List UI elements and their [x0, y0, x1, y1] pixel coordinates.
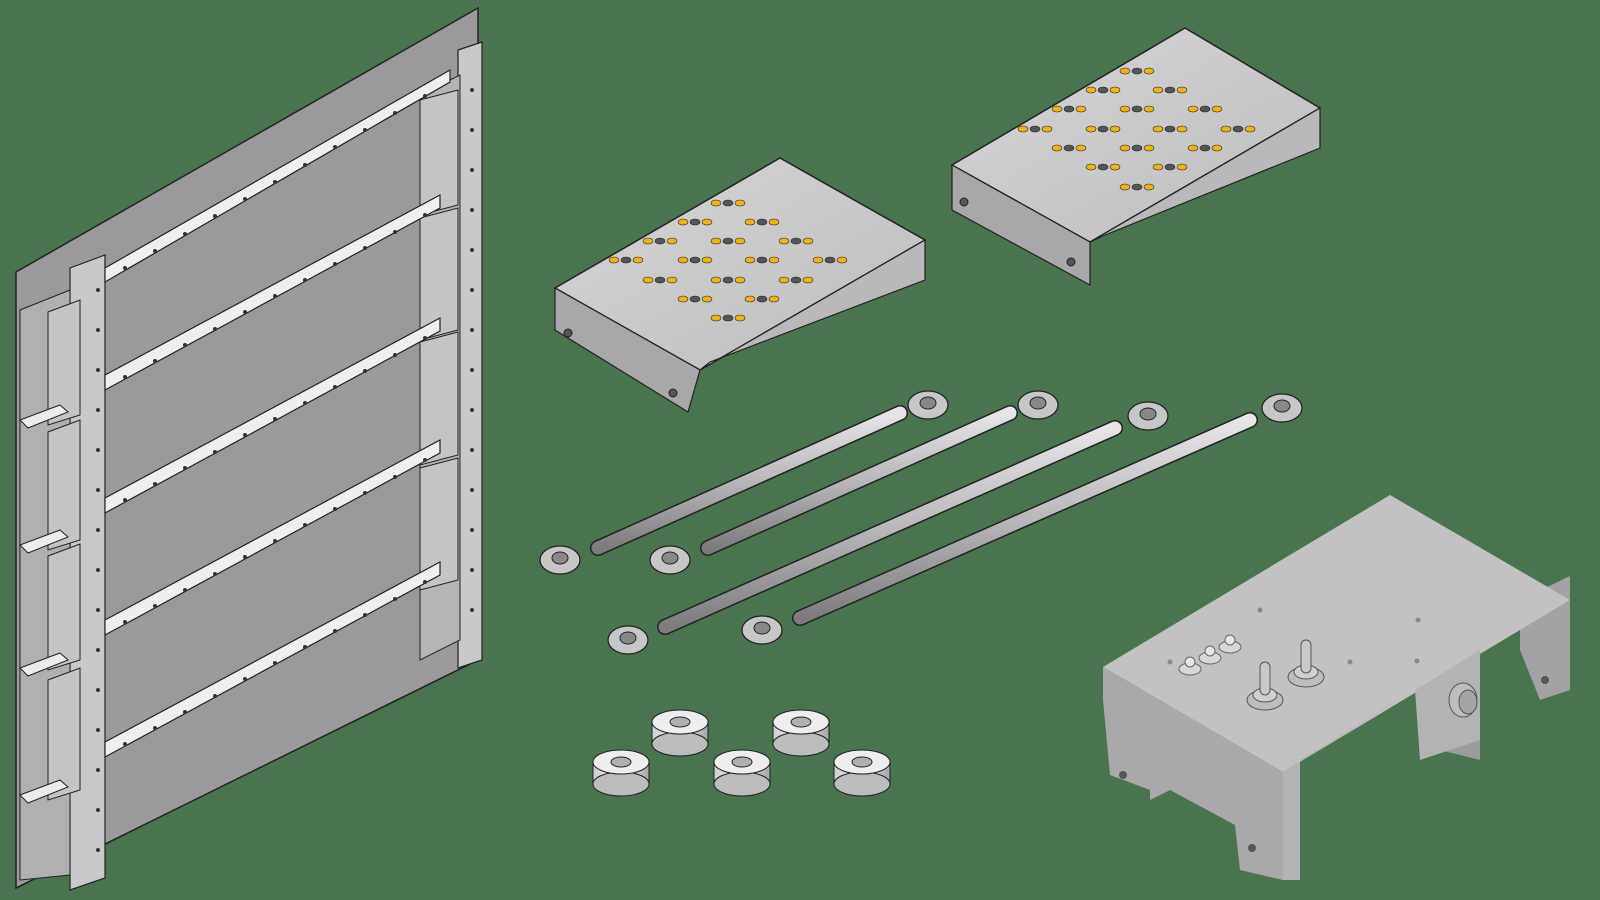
tie-rod-3	[607, 401, 1169, 655]
spacer-5	[833, 749, 891, 797]
tie-rod-2	[649, 390, 1059, 575]
hole-pattern-right	[1017, 67, 1256, 191]
tray-plate-left	[553, 157, 927, 413]
frame-assembly	[15, 6, 483, 891]
rail-4	[104, 438, 441, 637]
spacer-1	[592, 749, 650, 797]
indicator-lamps	[1178, 634, 1242, 676]
perforated-rails	[96, 68, 474, 852]
circular-connector	[1448, 682, 1478, 718]
tie-rod-1	[539, 390, 949, 575]
toggle-switch-2	[1287, 639, 1325, 688]
rail-5	[104, 560, 441, 759]
spacer-2	[651, 709, 709, 757]
rail-3	[104, 316, 441, 515]
spacers	[592, 709, 891, 797]
left-brackets	[19, 299, 81, 804]
tie-rods	[539, 390, 1303, 655]
rail-2	[104, 193, 441, 392]
rail-1	[104, 68, 451, 284]
tie-rod-4	[741, 393, 1303, 645]
switch-bracket	[1103, 495, 1570, 880]
right-post	[457, 41, 483, 669]
spacer-4	[772, 709, 830, 757]
bracket-front	[1103, 667, 1283, 880]
right-brackets	[419, 89, 459, 591]
hole-pattern-left	[608, 199, 848, 322]
bracket-top	[1103, 495, 1570, 772]
spacer-3	[713, 749, 771, 797]
toggle-switch-1	[1246, 661, 1284, 711]
tray-plate-right	[950, 27, 1322, 287]
